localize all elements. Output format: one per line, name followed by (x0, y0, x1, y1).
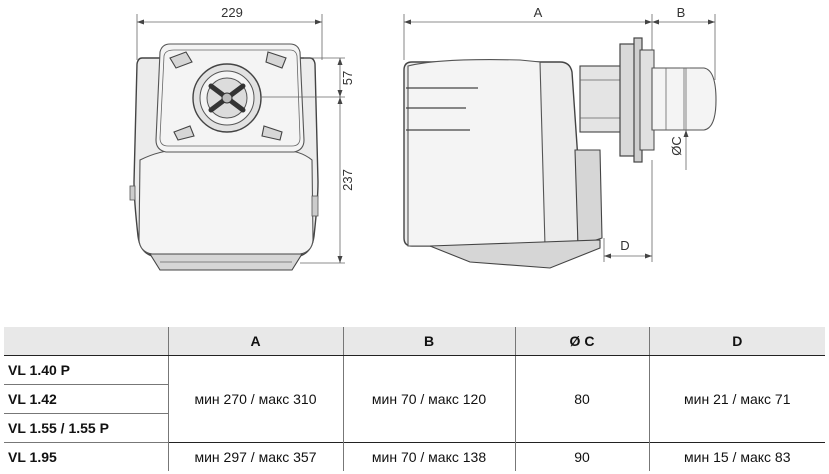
cell-a: мин 270 / макс 310 (167, 355, 343, 443)
cell-c: 90 (514, 442, 649, 471)
table-row: VL 1.40 P мин 270 / макс 310 мин 70 / ма… (4, 355, 825, 443)
technical-drawing: 229 57 237 (129, 5, 717, 271)
dim-label-d: D (620, 238, 629, 253)
table-row: VL 1.95 мин 297 / макс 357 мин 70 / макс… (4, 442, 825, 471)
dim-label-b: B (677, 5, 686, 20)
cell-d: мин 21 / макс 71 (648, 355, 825, 443)
header-d: D (648, 327, 825, 356)
model-name: VL 1.95 (4, 442, 168, 471)
cell-a: мин 297 / макс 357 (167, 442, 343, 471)
dim-label-a: A (534, 5, 543, 20)
side-view: A B ØC D (403, 5, 717, 269)
cell-d: мин 15 / макс 83 (648, 442, 825, 471)
dim-height-237: 237 (340, 169, 355, 191)
cell-b: мин 70 / макс 138 (342, 442, 515, 471)
table-row: VL 1.42 (4, 384, 825, 414)
model-name: VL 1.42 (4, 384, 168, 414)
table-header-row: A B Ø C D (4, 327, 825, 356)
dim-label-c: ØC (669, 136, 684, 156)
model-name: VL 1.55 / 1.55 P (4, 413, 168, 443)
dim-width-229: 229 (221, 5, 243, 20)
dim-height-57: 57 (340, 71, 355, 85)
dimensions-table: A B Ø C D VL 1.40 P мин 270 / макс 310 м… (4, 327, 825, 471)
cell-b: мин 70 / макс 120 (342, 355, 515, 443)
table-row: VL 1.55 / 1.55 P (4, 413, 825, 443)
front-view: 229 57 237 (129, 5, 355, 271)
cell-c: 80 (514, 355, 649, 443)
header-c: Ø C (514, 327, 649, 356)
header-b: B (342, 327, 515, 356)
model-name: VL 1.40 P (4, 355, 168, 385)
header-a: A (167, 327, 343, 356)
header-model (4, 327, 168, 356)
